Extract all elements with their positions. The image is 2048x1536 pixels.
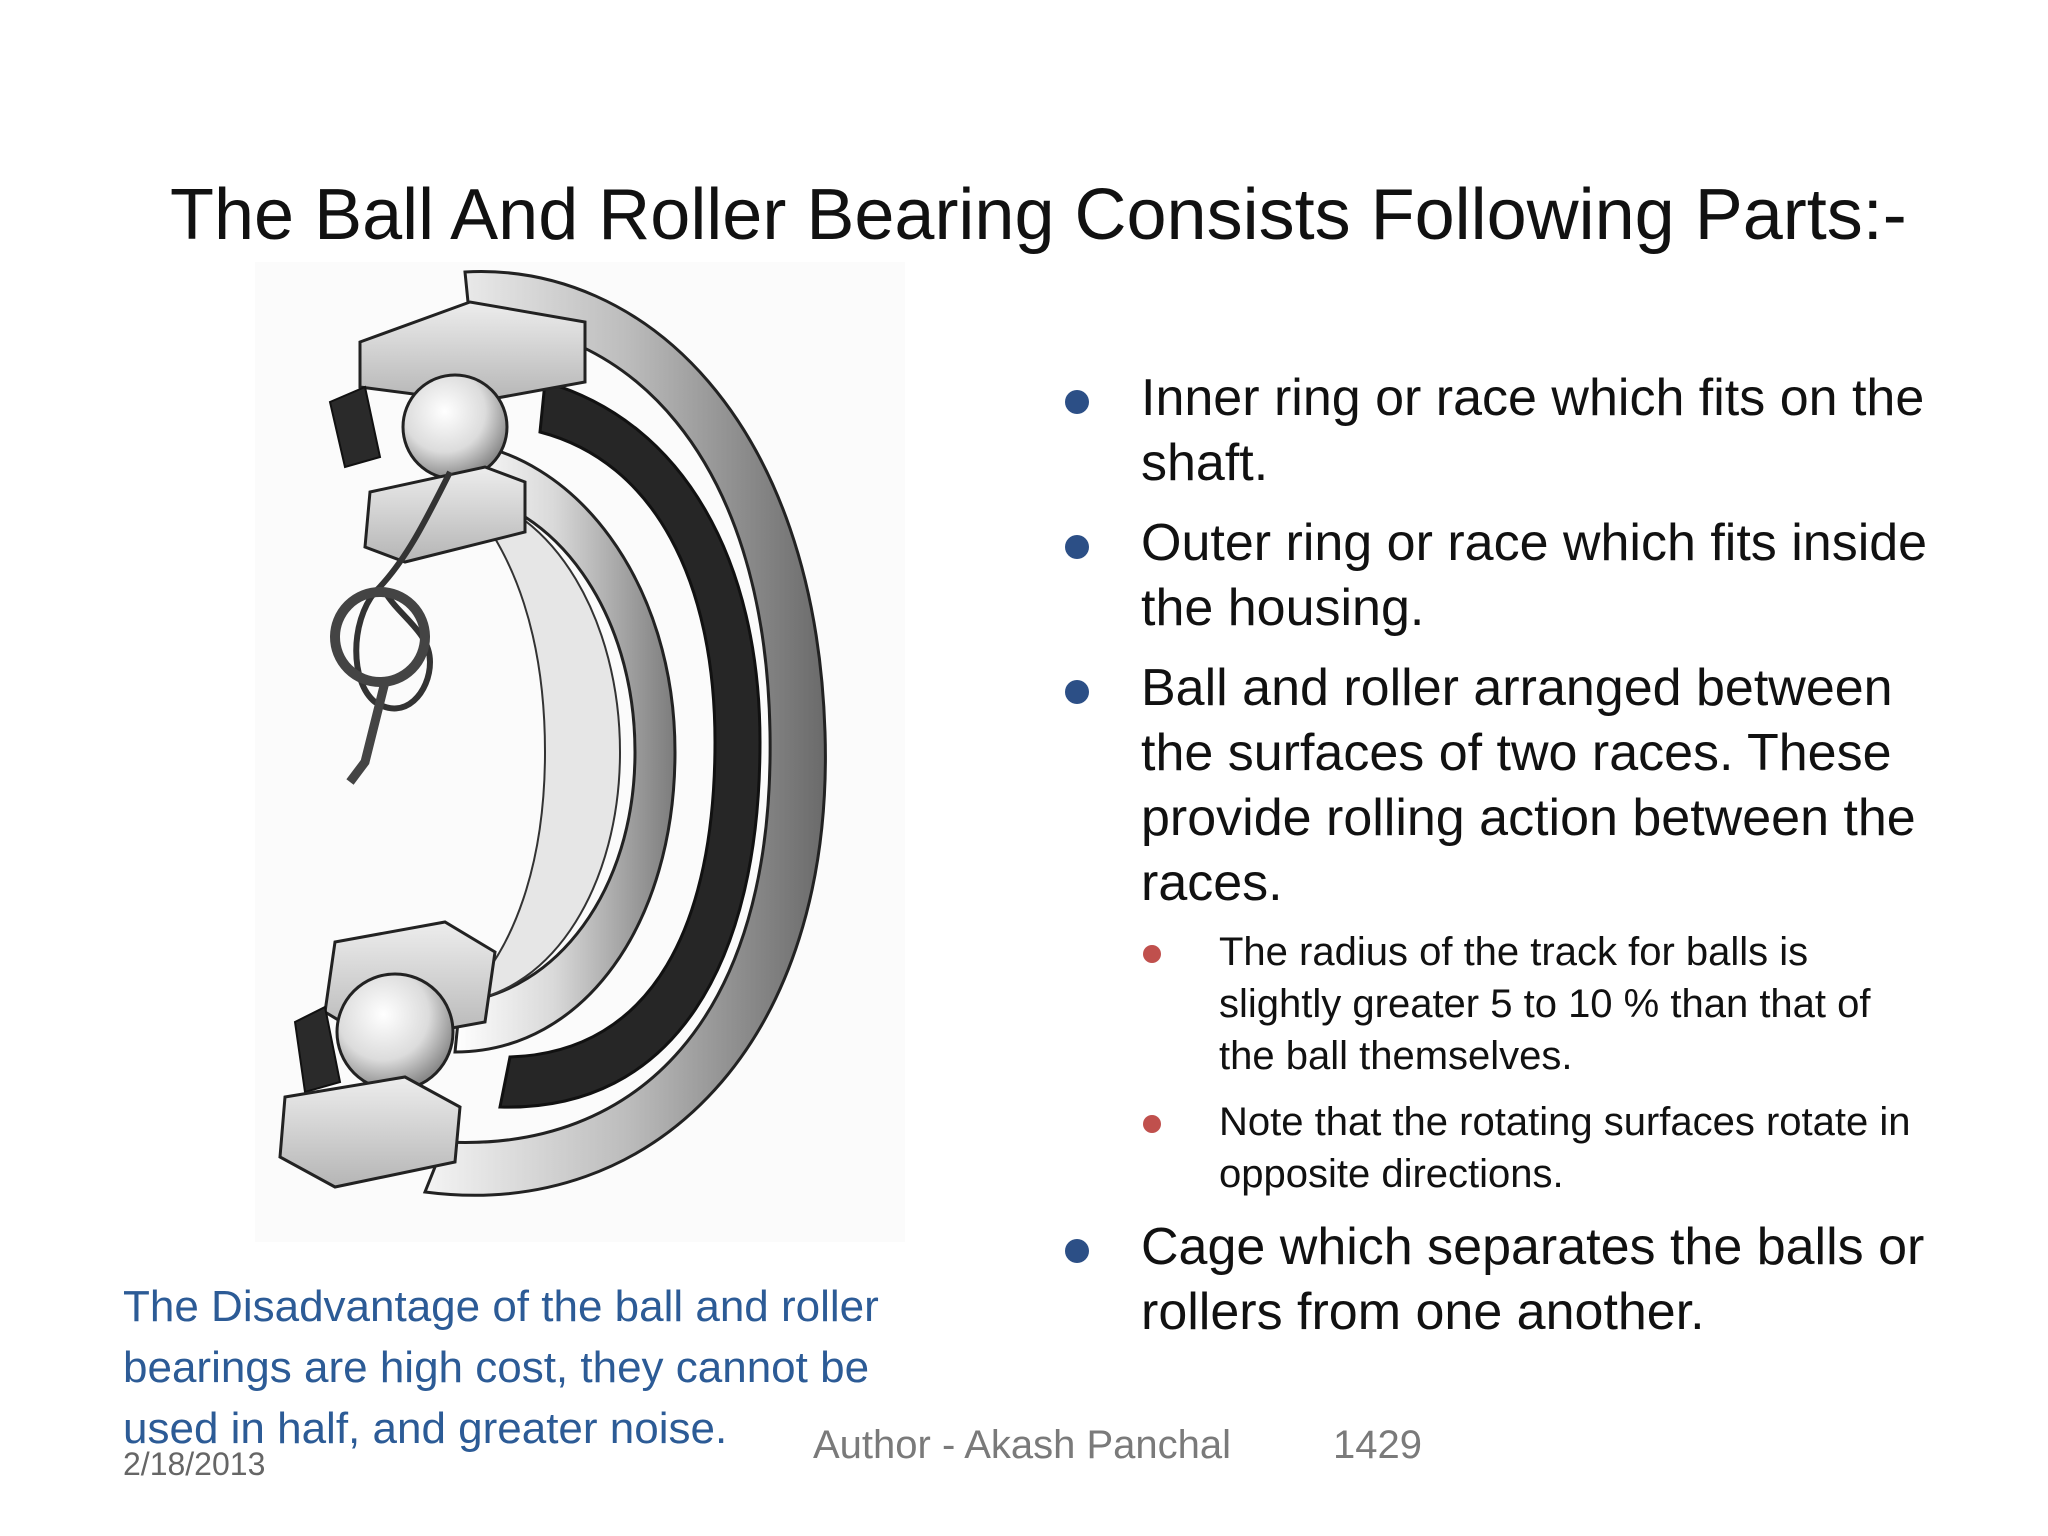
footer-author: Author - Akash Panchal: [813, 1423, 1232, 1467]
bullet-outer-ring: Outer ring or race which fits inside the…: [1055, 511, 1935, 641]
footer-page-number: 1429: [1333, 1423, 1422, 1467]
sub-bullet-rotation: Note that the rotating surfaces rotate i…: [1141, 1096, 1935, 1200]
bearing-cutaway-svg: [278, 270, 827, 1197]
footer-date: 2/18/2013: [123, 1446, 266, 1482]
bullet-cage: Cage which separates the balls or roller…: [1055, 1215, 1935, 1345]
bullet-list: Inner ring or race which fits on the sha…: [1055, 366, 1935, 1360]
disadvantage-note: The Disadvantage of the ball and roller …: [123, 1282, 879, 1453]
slide-title: The Ball And Roller Bearing Consists Fol…: [170, 175, 1907, 255]
bullet-text: Inner ring or race which fits on the sha…: [1141, 369, 1925, 492]
bullet-ball-roller: Ball and roller arranged between the sur…: [1055, 656, 1935, 1200]
sub-bullet-track-radius: The radius of the track for balls is sli…: [1141, 926, 1935, 1082]
sub-bullet-dot: [1143, 1115, 1161, 1133]
bullet-text: Outer ring or race which fits inside the…: [1141, 514, 1928, 637]
bullet-inner-ring: Inner ring or race which fits on the sha…: [1055, 366, 1935, 496]
bearing-illustration: [255, 262, 905, 1242]
bullet-text: Cage which separates the balls or roller…: [1141, 1218, 1925, 1341]
sub-bullet-text: Note that the rotating surfaces rotate i…: [1219, 1100, 1911, 1196]
bullet-dot: [1065, 535, 1089, 559]
bullet-text: Ball and roller arranged between the sur…: [1141, 659, 1916, 912]
sub-bullet-dot: [1143, 945, 1161, 963]
bullet-dot: [1065, 1239, 1089, 1263]
bullet-dot: [1065, 680, 1089, 704]
sub-bullet-list: The radius of the track for balls is sli…: [1141, 926, 1935, 1200]
bullet-dot: [1065, 390, 1089, 414]
sub-bullet-text: The radius of the track for balls is sli…: [1219, 930, 1871, 1078]
